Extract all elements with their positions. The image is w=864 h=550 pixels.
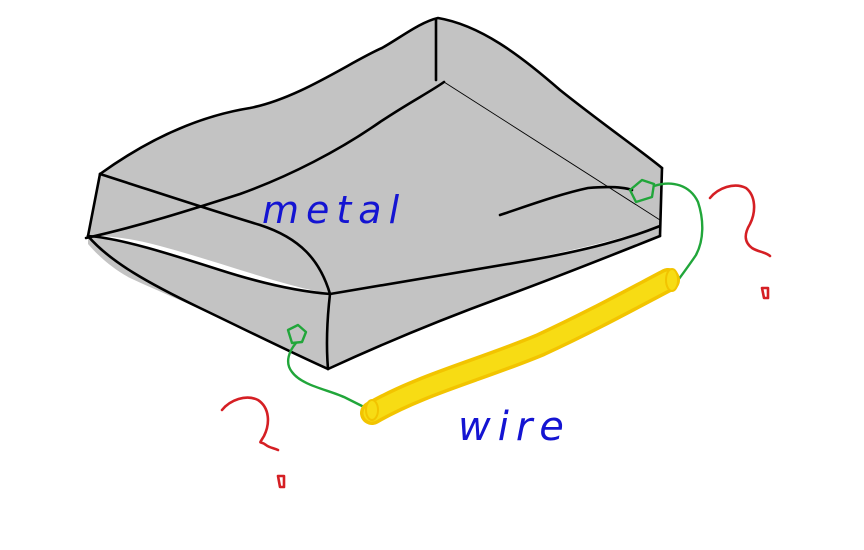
- wire-end-left: [365, 399, 379, 421]
- metal-block-front-face: [88, 226, 660, 369]
- green-lead-right: [628, 178, 704, 285]
- question-mark-left: [220, 396, 286, 489]
- metal-label: metal: [262, 188, 406, 232]
- metal-block-outline: [84, 16, 664, 371]
- wire-label: wire: [458, 404, 571, 450]
- question-mark-right: [708, 184, 772, 300]
- green-lead-left: [286, 323, 376, 414]
- wire-core: [363, 271, 677, 422]
- metal-block-diagonal: [443, 81, 661, 221]
- wire-end-right: [665, 268, 679, 292]
- metal-block-top-face: [88, 18, 662, 294]
